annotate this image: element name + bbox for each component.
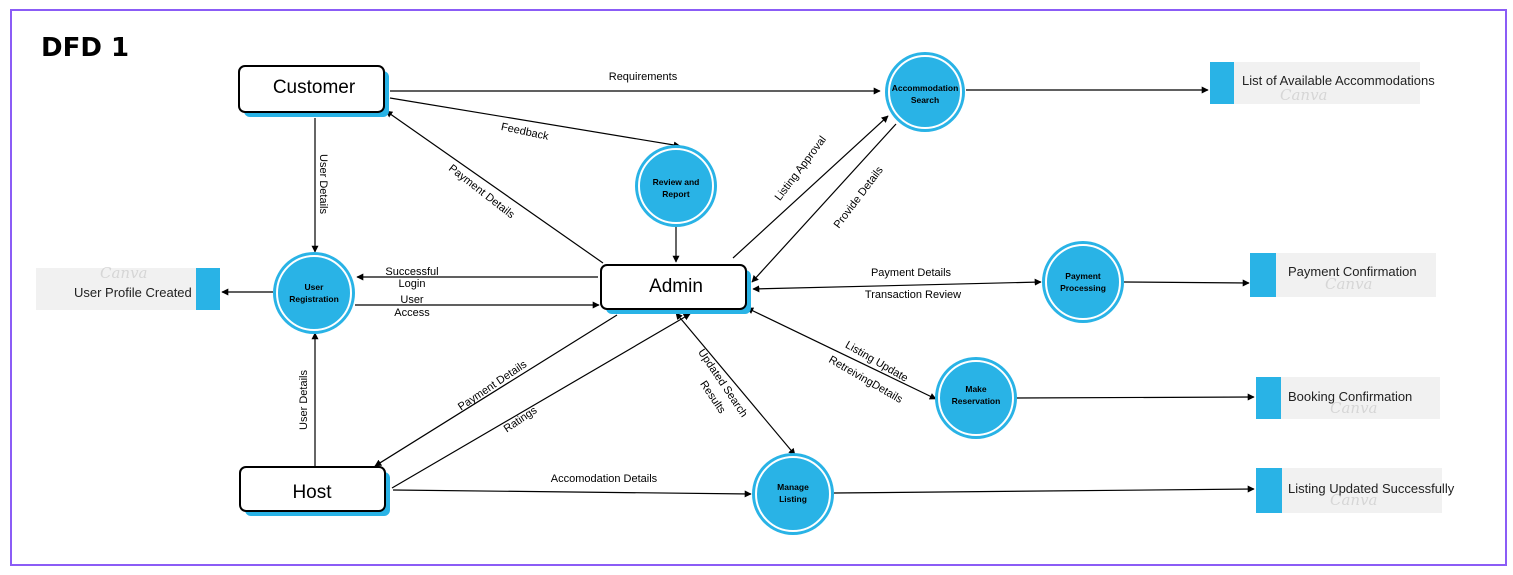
flow-label-requirements: Requirements bbox=[609, 71, 678, 83]
flow-label-listing-approval: Listing Approval bbox=[773, 134, 829, 203]
process-label: Review and bbox=[653, 177, 700, 187]
flow-label-feedback: Feedback bbox=[500, 121, 550, 143]
store-label: Listing Updated Successfully bbox=[1288, 481, 1455, 496]
process-label: Make bbox=[965, 384, 987, 394]
process-label: Payment bbox=[1065, 271, 1101, 281]
process-label: Listing bbox=[779, 494, 807, 504]
watermark-text: Canva bbox=[1280, 86, 1328, 104]
process-label: Accommodation bbox=[892, 83, 959, 93]
entity-customer: Customer bbox=[238, 65, 389, 117]
process-payment-processing: Payment Processing bbox=[1042, 241, 1124, 323]
flow-label-ratings: Ratings bbox=[502, 404, 540, 435]
process-user-registration: User Registration bbox=[273, 252, 355, 334]
entity-label: Customer bbox=[273, 77, 356, 98]
process-accommodation-search: Accommodation Search bbox=[885, 52, 965, 132]
process-label: Report bbox=[662, 189, 690, 199]
entity-admin: Admin bbox=[600, 264, 751, 314]
process-label: Reservation bbox=[952, 396, 1001, 406]
arrow-feedback bbox=[389, 97, 681, 149]
arrow-listing-update bbox=[746, 307, 937, 400]
process-manage-listing: Manage Listing bbox=[752, 453, 834, 535]
flow-arrows bbox=[221, 86, 1255, 498]
diagram-frame bbox=[10, 9, 1507, 566]
watermark-text: Canva bbox=[1330, 491, 1378, 509]
arrow-to-payment-confirmation bbox=[1123, 279, 1250, 287]
process-make-reservation: Make Reservation bbox=[935, 357, 1017, 439]
arrow-payment-transaction bbox=[752, 278, 1042, 293]
flow-label-accomodation-details: Accomodation Details bbox=[551, 473, 658, 485]
flow-label-user-details-host: User Details bbox=[298, 370, 310, 430]
arrow-accomodation-details bbox=[392, 489, 752, 498]
store-available-accommodations: Canva List of Available Accommodations bbox=[1210, 62, 1435, 104]
watermark-text: Canva bbox=[100, 264, 148, 282]
flow-label-user-access: Access bbox=[394, 307, 430, 319]
process-review-and-report: Review and Report bbox=[635, 145, 717, 227]
store-payment-confirmation: Canva Payment Confirmation bbox=[1250, 253, 1436, 297]
process-label: User bbox=[305, 282, 325, 292]
arrow-to-listing-updated bbox=[833, 485, 1255, 494]
flow-label-successful-login: Successful bbox=[385, 266, 438, 278]
store-booking-confirmation: Canva Booking Confirmation bbox=[1256, 377, 1440, 419]
process-label: Processing bbox=[1060, 283, 1106, 293]
store-listing-updated: Canva Listing Updated Successfully bbox=[1256, 468, 1455, 513]
entity-label: Host bbox=[292, 482, 332, 503]
watermark-text: Canva bbox=[1330, 399, 1378, 417]
arrow-payment-details-customer bbox=[385, 110, 604, 264]
process-label: Registration bbox=[289, 294, 339, 304]
watermark-text: Canva bbox=[1325, 275, 1373, 293]
flow-label-provide-details: Provide Details bbox=[832, 164, 886, 231]
entity-label: Admin bbox=[649, 276, 703, 297]
entity-host: Host bbox=[239, 466, 390, 516]
store-label: User Profile Created bbox=[74, 285, 192, 300]
flow-label-payment-details-admin: Payment Details bbox=[871, 267, 952, 279]
store-label: Booking Confirmation bbox=[1288, 389, 1412, 404]
diagram-title: DFD 1 bbox=[41, 33, 129, 63]
process-label: Search bbox=[911, 95, 939, 105]
store-label: List of Available Accommodations bbox=[1242, 73, 1435, 88]
arrow-provide-details bbox=[751, 123, 897, 283]
arrow-listing-approval bbox=[732, 115, 889, 259]
flow-label-transaction-review: Transaction Review bbox=[865, 289, 961, 301]
flow-label-user-access: User bbox=[400, 294, 424, 306]
flow-label-payment-details-customer: Payment Details bbox=[446, 162, 517, 221]
arrow-payment-details-host bbox=[374, 314, 618, 467]
process-label: Manage bbox=[777, 482, 809, 492]
store-label: Payment Confirmation bbox=[1288, 264, 1417, 279]
store-user-profile-created: Canva User Profile Created bbox=[36, 264, 220, 310]
arrow-ratings bbox=[391, 313, 691, 489]
arrow-to-booking-confirmation bbox=[1015, 393, 1255, 401]
flow-label-successful-login: Login bbox=[399, 278, 426, 290]
flow-label-user-details-customer: User Details bbox=[317, 154, 329, 214]
arrow-updated-search-results bbox=[675, 312, 796, 456]
flow-label-payment-details-host: Payment Details bbox=[456, 358, 530, 413]
